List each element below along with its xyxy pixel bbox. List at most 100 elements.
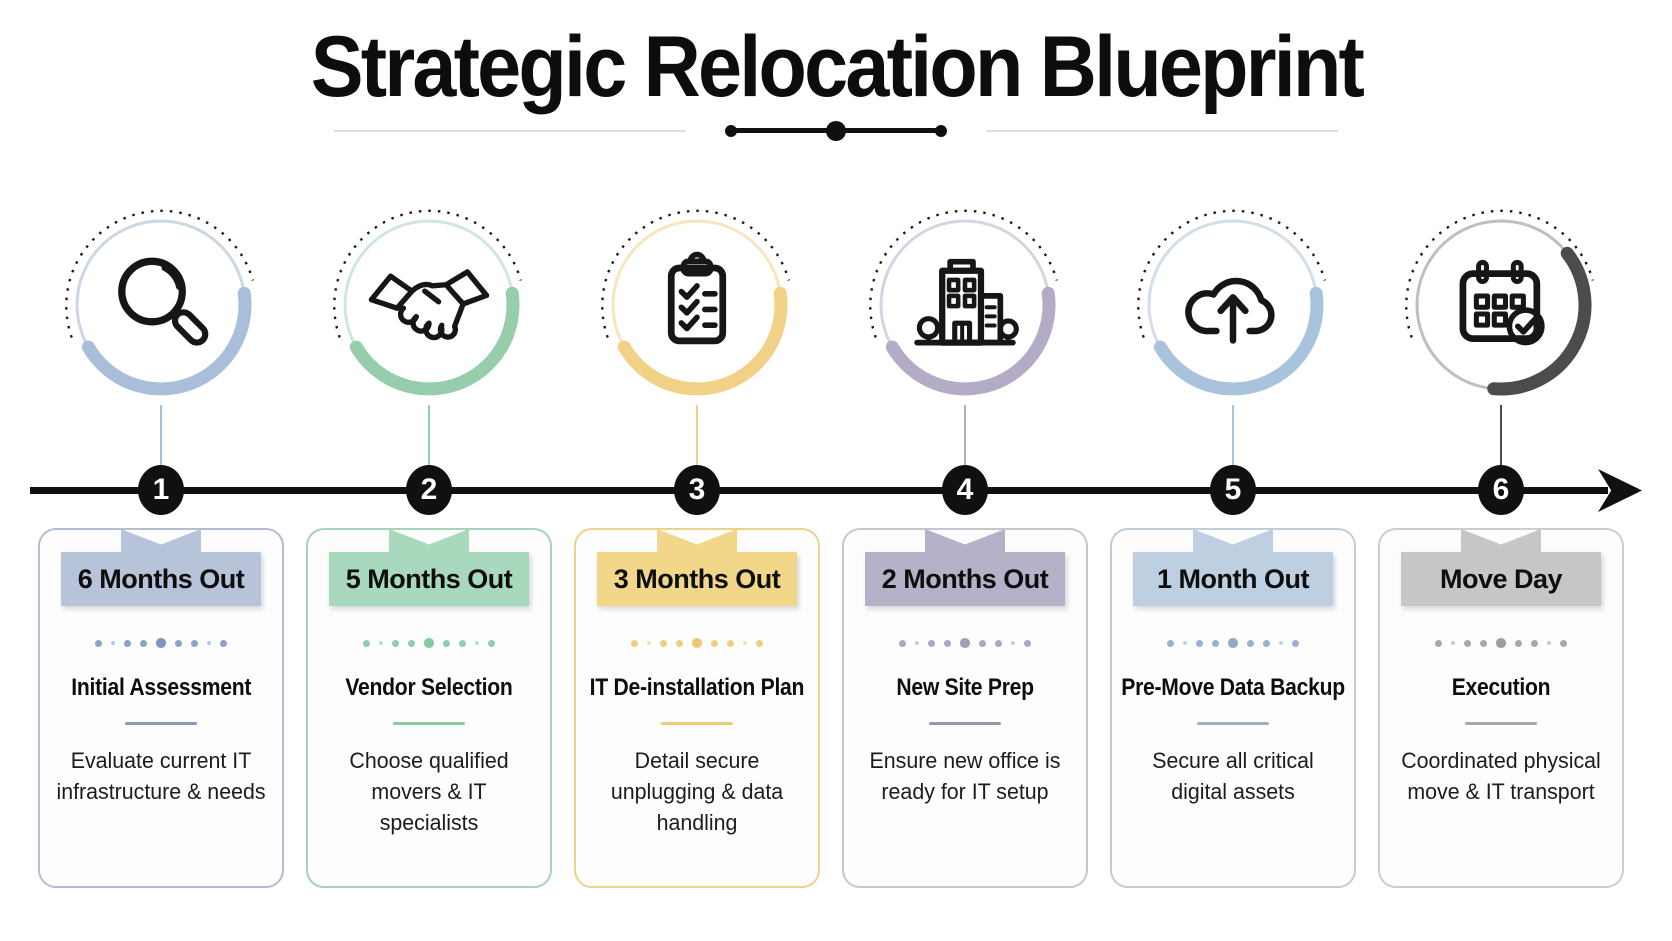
dot [710, 639, 718, 647]
connector-line [1231, 405, 1235, 465]
dot [156, 638, 166, 648]
dot [660, 639, 668, 647]
phase-description: Evaluate current IT infrastructure & nee… [56, 748, 266, 805]
ornament-dot-center [826, 120, 846, 141]
badge-label: 5 Months Out [345, 563, 513, 594]
step-4: 4 2 Months Out New Site Prep Ensure new … [842, 205, 1088, 888]
phase-divider [125, 722, 197, 725]
progress-dots [362, 638, 496, 648]
phase-description: Ensure new office is ready for IT setup [869, 748, 1061, 805]
badge-ribbon-notch [657, 529, 737, 554]
ornament-line-left [334, 129, 686, 132]
node-number: 2 [420, 473, 438, 506]
page-title: Strategic Relocation Blueprint [310, 19, 1364, 115]
dot [408, 639, 416, 647]
dot [978, 639, 986, 647]
timeline-node-4: 4 [942, 465, 988, 515]
ornament-dot-left [725, 124, 737, 137]
progress-dots [94, 638, 228, 648]
dot [1228, 638, 1238, 648]
connector-line [695, 405, 699, 465]
dot [474, 640, 480, 646]
dot [1546, 640, 1552, 646]
phase-description: Detail secure unplugging & data handling [610, 748, 784, 836]
dot [220, 639, 228, 647]
ring-graphic [65, 209, 254, 396]
dot [1212, 639, 1220, 647]
handshake-icon [368, 269, 490, 341]
cloud-upload-icon [1185, 277, 1275, 344]
phase-divider [393, 722, 465, 725]
phase-badge: 3 Months Out [597, 529, 797, 606]
phase-card-6: Move Day Execution Coordinated physical … [1378, 528, 1624, 888]
badge-ribbon-notch [1461, 529, 1541, 554]
dot [1514, 639, 1522, 647]
connector-line [963, 405, 967, 465]
phase-title: IT De-installation Plan [589, 674, 805, 701]
dot [960, 638, 970, 648]
connector-line [159, 405, 163, 465]
dot [1246, 639, 1254, 647]
dot [1278, 640, 1284, 646]
dot [1010, 640, 1016, 646]
dot [914, 640, 920, 646]
ornament-line-right [986, 129, 1338, 132]
header: Strategic Relocation Blueprint [0, 19, 1672, 141]
phase-description: Choose qualified movers & IT specialists [349, 748, 509, 836]
node-number: 3 [688, 473, 706, 506]
clipboard-checklist-icon [667, 251, 727, 345]
progress-dots [898, 638, 1032, 648]
phase-badge: 6 Months Out [61, 529, 261, 606]
dot [140, 639, 148, 647]
dot [458, 639, 466, 647]
dot [94, 639, 102, 647]
phase-card-1: 6 Months Out Initial Assessment Evaluate… [38, 528, 284, 888]
dot [1480, 639, 1488, 647]
dot [392, 639, 400, 647]
dot [378, 640, 384, 646]
dot [1434, 639, 1442, 647]
ring-graphic [333, 209, 522, 396]
badge-ribbon-notch [121, 529, 201, 554]
timeline-node-6: 6 [1478, 465, 1524, 515]
dot [676, 639, 684, 647]
phase-badge: 5 Months Out [329, 529, 529, 606]
dot [206, 640, 212, 646]
dot [1530, 639, 1538, 647]
dot [1450, 640, 1456, 646]
node-number: 5 [1224, 473, 1242, 506]
badge-label: 6 Months Out [77, 563, 245, 594]
timeline-node-5: 5 [1210, 465, 1256, 515]
phase-card-2: 5 Months Out Vendor Selection Choose qua… [306, 528, 552, 888]
phase-description: Secure all critical digital assets [1152, 748, 1314, 805]
phase-card-3: 3 Months Out IT De-installation Plan Det… [574, 528, 820, 888]
dot [1024, 639, 1032, 647]
timeline-axis [30, 487, 1608, 494]
dot [1262, 639, 1270, 647]
dot [1464, 639, 1472, 647]
badge-label: 2 Months Out [881, 563, 1049, 594]
badge-label: 3 Months Out [613, 563, 781, 594]
ornament-bar [725, 120, 947, 141]
step-3: 3 3 Months Out IT De-installation Plan D… [574, 205, 820, 888]
progress-ring-6 [1401, 205, 1601, 405]
dot [756, 639, 764, 647]
calendar-check-icon [1459, 259, 1545, 346]
ring-graphic [869, 209, 1058, 396]
dot [1182, 640, 1188, 646]
dot [190, 639, 198, 647]
dot [726, 639, 734, 647]
phase-divider [1197, 722, 1269, 725]
dot [1166, 639, 1174, 647]
phase-card-5: 1 Month Out Pre-Move Data Backup Secure … [1110, 528, 1356, 888]
badge-label: 1 Month Out [1157, 563, 1309, 594]
phase-description: Coordinated physical move & IT transport [1401, 748, 1601, 805]
connector-line [427, 405, 431, 465]
dot [1560, 639, 1568, 647]
phase-card-4: 2 Months Out New Site Prep Ensure new of… [842, 528, 1088, 888]
badge-ribbon-notch [925, 529, 1005, 554]
progress-ring-3 [597, 205, 797, 405]
phase-divider [929, 722, 1001, 725]
phase-title: New Site Prep [896, 674, 1034, 701]
